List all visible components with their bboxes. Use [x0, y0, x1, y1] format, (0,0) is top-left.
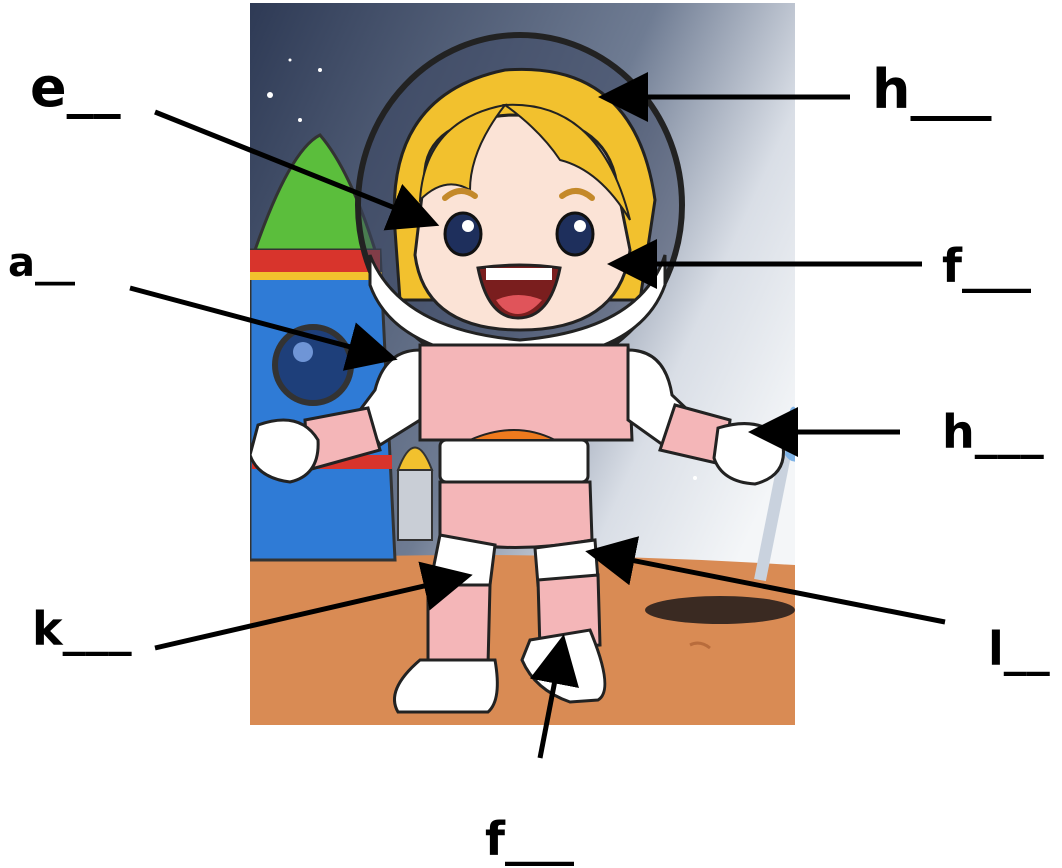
- label-knee: k___: [32, 602, 132, 656]
- label-eye: e__: [30, 56, 121, 119]
- label-arm: a__: [8, 240, 75, 286]
- pointer-arrows: [129, 72, 946, 759]
- arrow-arm: [129, 285, 398, 371]
- label-leg: l__: [988, 622, 1050, 676]
- belt: [438, 438, 590, 484]
- label-hand: h___: [942, 405, 1044, 459]
- eyes: [443, 211, 595, 257]
- stars: [267, 58, 697, 480]
- crater: [645, 596, 795, 624]
- arrow-eye: [154, 109, 440, 231]
- left-glove: [250, 418, 320, 484]
- left-shin: [426, 583, 492, 667]
- belly-light: [469, 429, 556, 441]
- arrow-leg: [585, 536, 946, 625]
- torso: [418, 343, 634, 442]
- blank-labels: e__ h___ a__ f___ h___ k___ l__ f___: [8, 56, 1050, 866]
- label-face: f___: [942, 239, 1031, 293]
- label-hair: h___: [872, 58, 991, 121]
- arrow-foot: [529, 634, 579, 759]
- planet-ground: [250, 555, 795, 725]
- astronaut-illustration: [250, 3, 795, 725]
- label-foot: f___: [485, 812, 574, 866]
- left-boot: [393, 658, 499, 714]
- arrow-knee: [154, 561, 473, 651]
